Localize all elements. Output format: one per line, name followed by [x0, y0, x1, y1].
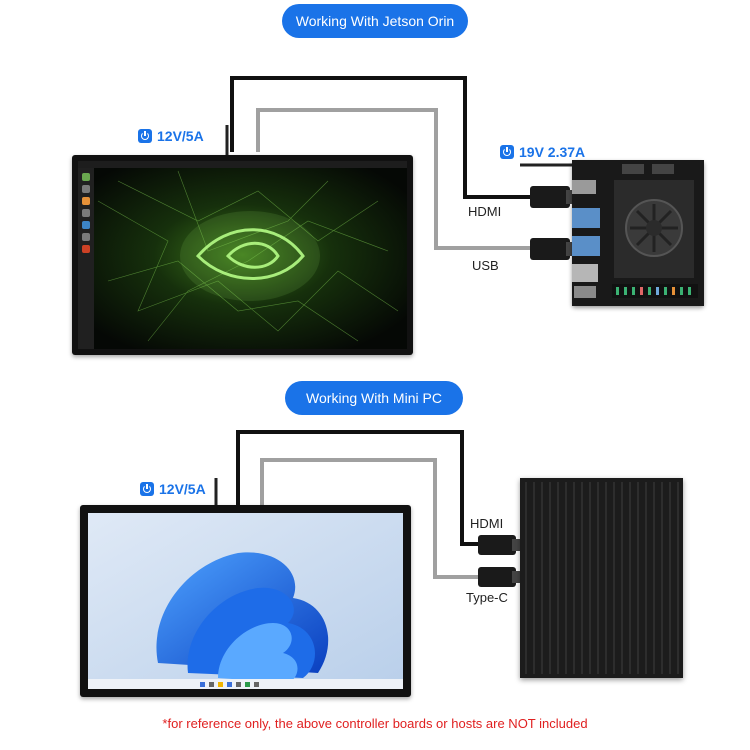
display-monitor-jetson: [72, 155, 413, 355]
board-details: [572, 160, 704, 306]
footnote: *for reference only, the above controlle…: [162, 716, 588, 731]
display-power-label: 12V/5A: [157, 128, 204, 144]
typec-cable: [260, 458, 480, 579]
hdmi-cable: [230, 76, 535, 199]
display-monitor-minipc: [80, 505, 411, 697]
section-title-jetson: Working With Jetson Orin: [282, 4, 468, 38]
connection-label-hdmi: HDMI: [470, 516, 504, 531]
display-power-jetson: 12V/5A: [138, 128, 204, 144]
connection-label-hdmi: HDMI: [468, 204, 502, 219]
windows-bloom-wallpaper: [88, 513, 403, 689]
screen-windows-wallpaper: [88, 513, 403, 689]
mini-pc-case: [520, 478, 683, 678]
connection-label-usb: USB: [472, 258, 499, 273]
cables-minipc: [214, 430, 522, 587]
device-power-jetson: 19V 2.37A: [500, 144, 585, 160]
power-icon: [138, 129, 152, 143]
display-power-minipc: 12V/5A: [140, 481, 206, 497]
nvidia-wallpaper: [78, 161, 407, 349]
display-power-label: 12V/5A: [159, 481, 206, 497]
power-icon: [500, 145, 514, 159]
mini-pc-fins: [520, 478, 683, 678]
section-title-minipc: Working With Mini PC: [285, 381, 463, 415]
hdmi-cable: [236, 430, 480, 546]
power-icon: [140, 482, 154, 496]
device-power-label: 19V 2.37A: [519, 144, 586, 160]
usb-cable: [256, 108, 535, 250]
screen-nvidia-wallpaper: [78, 161, 407, 349]
jetson-orin-board: [572, 160, 704, 306]
connection-label-typec: Type-C: [466, 590, 508, 605]
